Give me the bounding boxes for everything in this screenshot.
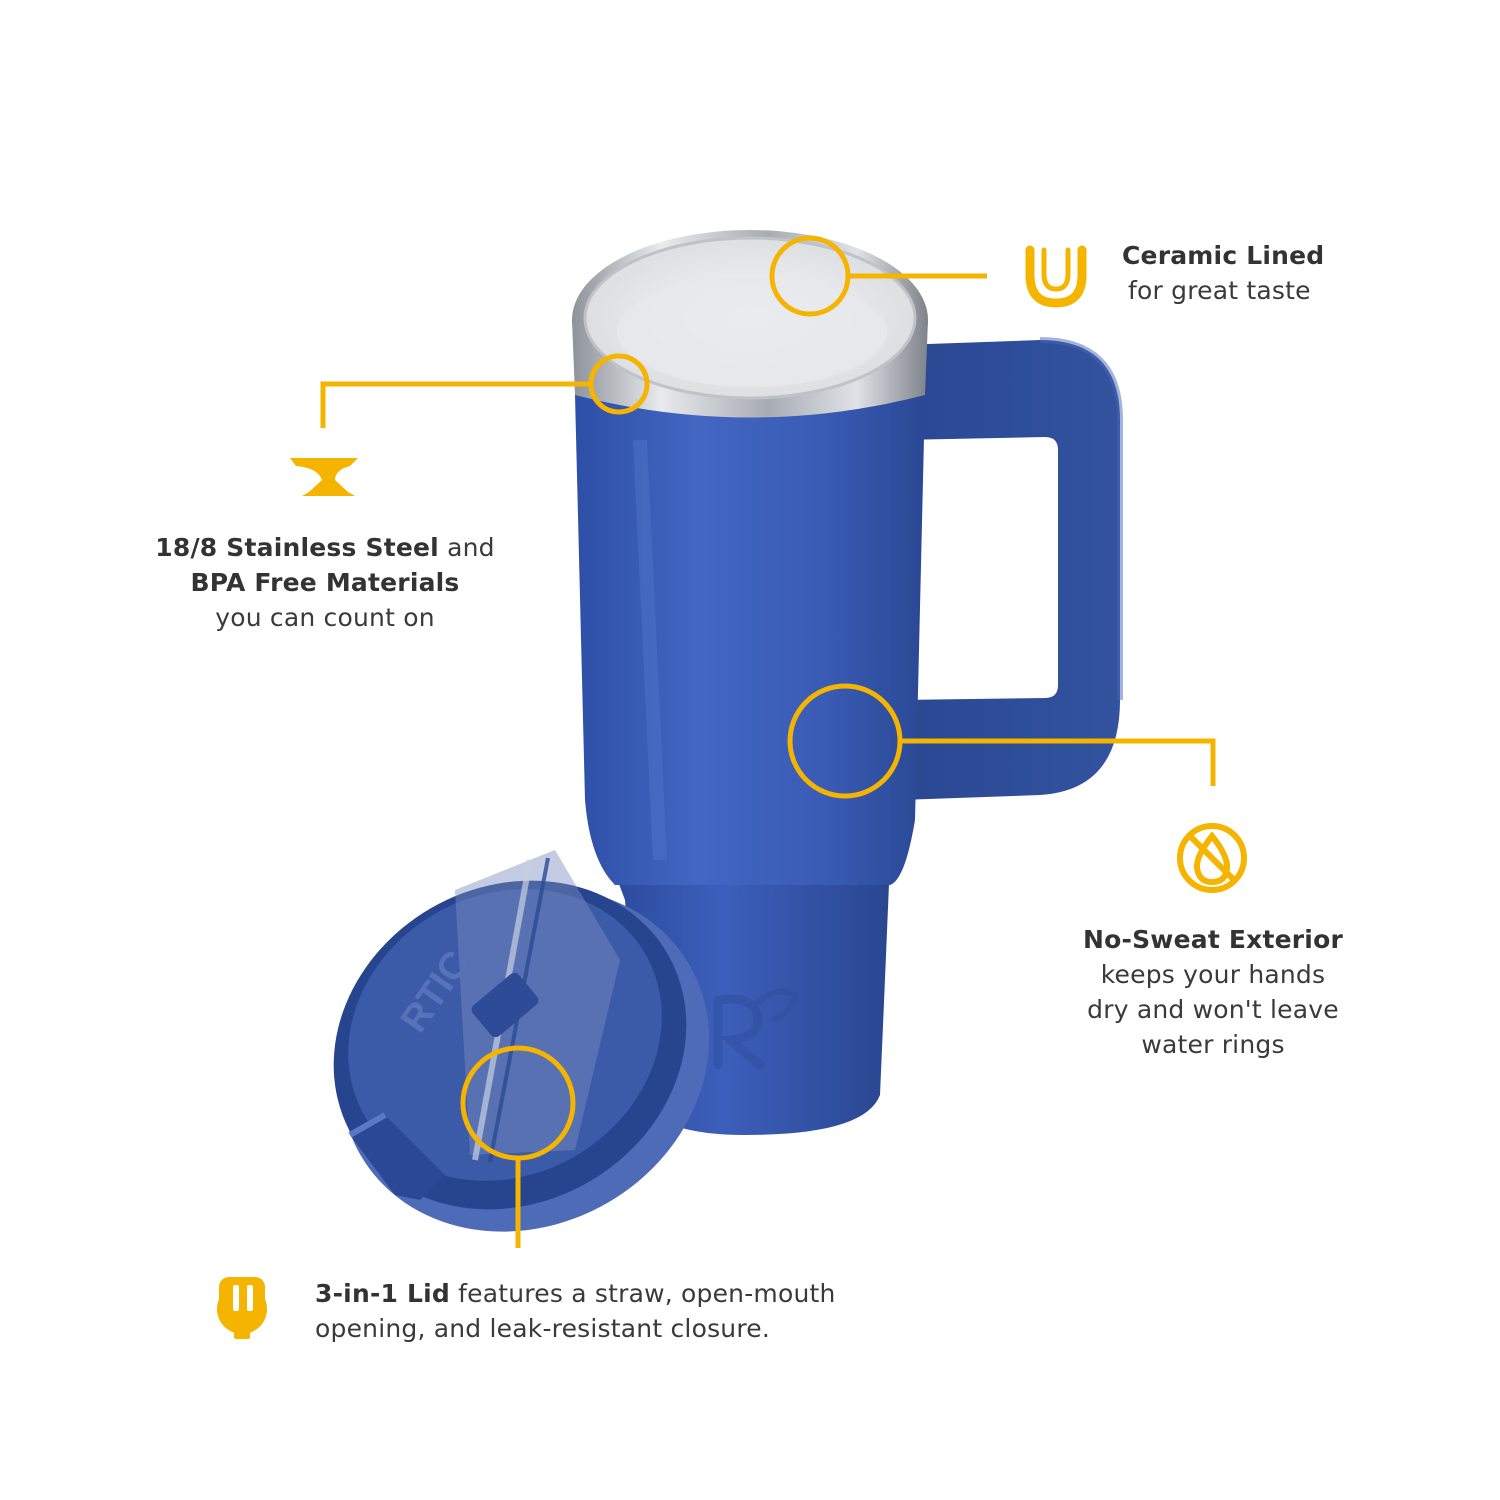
sweat-line4: water rings: [1141, 1030, 1285, 1059]
leader-line-sweat: [900, 738, 1216, 786]
callout-ceramic: Ceramic Lined for great taste: [1122, 238, 1382, 308]
brand-logo-emboss: [713, 988, 799, 1070]
leader-line-steel: [320, 381, 591, 428]
callout-sweat: No-Sweat Exterior keeps your hands dry a…: [1063, 922, 1363, 1062]
tumbler-handle: [900, 337, 1123, 800]
callout-lid: 3-in-1 Lid features a straw, open-mouth …: [315, 1276, 875, 1346]
tumbler-lid: RTIC: [333, 850, 710, 1232]
ceramic-title: Ceramic Lined: [1122, 241, 1325, 270]
steel-line1-rest: and: [438, 533, 495, 562]
steel-line2-bold: BPA Free Materials: [190, 568, 460, 597]
sweat-line3: dry and won't leave: [1087, 995, 1339, 1024]
lid-rest: features a straw, open-mouth: [450, 1279, 836, 1308]
sweat-title: No-Sweat Exterior: [1083, 925, 1343, 954]
steel-line3: you can count on: [215, 603, 435, 632]
lid-bold: 3-in-1 Lid: [315, 1279, 451, 1308]
callout-steel: 18/8 Stainless Steel and BPA Free Materi…: [125, 530, 525, 635]
lid-line2: opening, and leak-resistant closure.: [315, 1314, 771, 1343]
sweat-line2: keeps your hands: [1100, 960, 1326, 989]
u-shape-icon: [1025, 245, 1087, 308]
anvil-icon: [290, 458, 358, 496]
lid-icon: [217, 1277, 267, 1339]
steel-line1-bold: 18/8 Stainless Steel: [155, 533, 439, 562]
ceramic-subtitle: for great taste: [1128, 276, 1311, 305]
no-drop-icon: [1177, 823, 1247, 893]
